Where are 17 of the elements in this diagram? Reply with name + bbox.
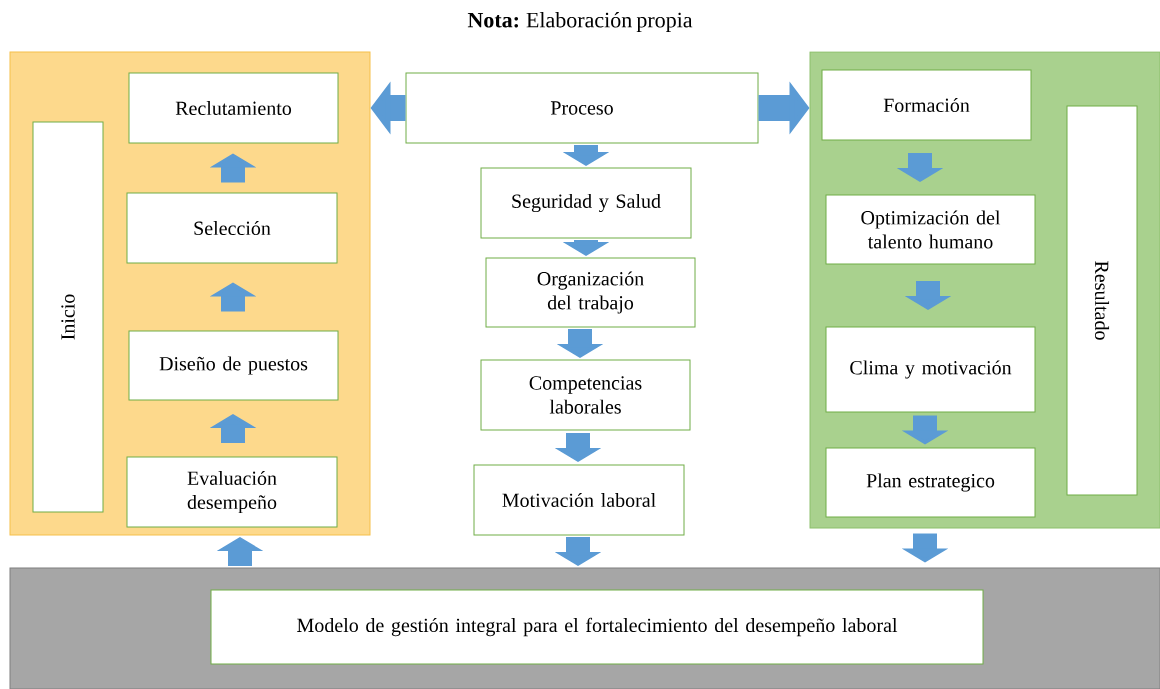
process-box: Selección xyxy=(126,192,338,264)
process-box: Optimización del talento humano xyxy=(825,194,1036,265)
vertical-label-box: Inicio xyxy=(32,121,104,513)
process-box: Plan estrategico xyxy=(825,447,1036,518)
process-box: Formación xyxy=(821,69,1032,141)
process-box: Clima y motivación xyxy=(825,326,1036,413)
process-box: Motivación laboral xyxy=(473,464,685,536)
process-box: Competencias laborales xyxy=(480,359,691,431)
title: Nota: Elaboración propia xyxy=(467,12,693,32)
process-box: Reclutamiento xyxy=(128,72,339,144)
process-box: Organización del trabajo xyxy=(485,257,696,328)
process-box: Diseño de puestos xyxy=(128,330,339,401)
process-box: Evaluación desempeño xyxy=(126,456,338,528)
process-box: Proceso xyxy=(405,72,759,144)
process-box: Seguridad y Salud xyxy=(480,167,692,239)
result-box: Modelo de gestión integral para el fortalecimiento del desempeño laboral xyxy=(210,589,984,665)
vertical-label-box: Resultado xyxy=(1066,105,1138,496)
